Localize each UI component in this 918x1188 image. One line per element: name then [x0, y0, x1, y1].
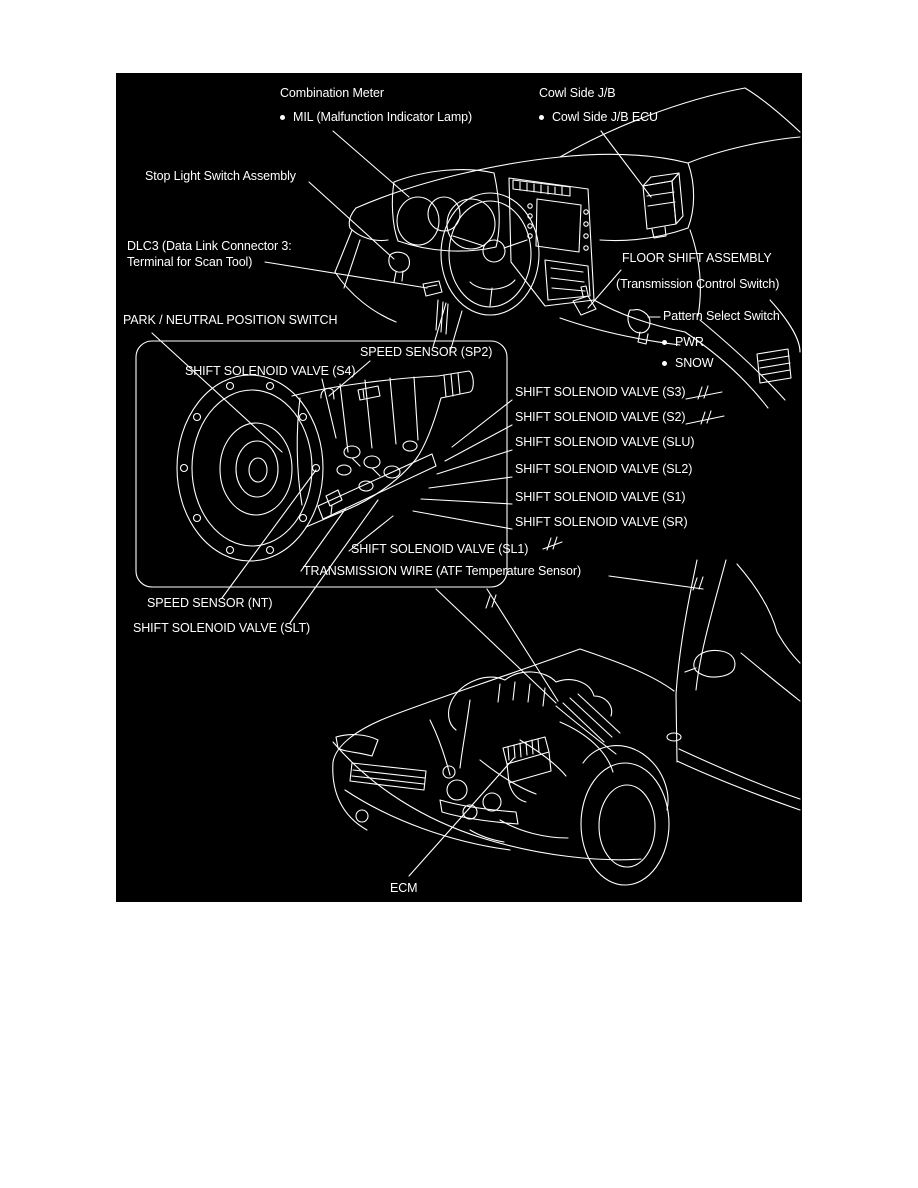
label-shift-solenoid-sl2: SHIFT SOLENOID VALVE (SL2) [515, 462, 693, 476]
bullet-icon [662, 361, 667, 366]
label-cowl-side-jb-ecu: Cowl Side J/B ECU [539, 110, 658, 125]
label-speed-sensor-nt: SPEED SENSOR (NT) [147, 596, 273, 610]
label-pwr: PWR [662, 335, 704, 350]
label-pattern-select-switch: Pattern Select Switch [663, 309, 780, 323]
label-mil-text: MIL (Malfunction Indicator Lamp) [293, 110, 473, 124]
label-dlc3: DLC3 (Data Link Connector 3: Terminal fo… [127, 238, 327, 270]
label-dlc3-line2: Terminal for Scan Tool) [127, 255, 253, 269]
dashboard-art [264, 87, 801, 409]
label-dlc3-line1: DLC3 (Data Link Connector 3: [127, 239, 292, 253]
label-shift-solenoid-s2: SHIFT SOLENOID VALVE (S2) [515, 410, 686, 424]
label-combination-meter: Combination Meter [280, 86, 384, 100]
transmission-art [135, 332, 725, 624]
label-shift-solenoid-s1: SHIFT SOLENOID VALVE (S1) [515, 490, 686, 504]
label-ecm: ECM [390, 881, 418, 895]
component-location-diagram: Combination Meter MIL (Malfunction Indic… [116, 73, 802, 902]
car-front-art [332, 559, 801, 886]
label-cowl-side-jb-ecu-text: Cowl Side J/B ECU [552, 110, 658, 124]
bullet-icon [539, 115, 544, 120]
label-mil: MIL (Malfunction Indicator Lamp) [280, 110, 472, 125]
label-speed-sensor-sp2: SPEED SENSOR (SP2) [360, 345, 493, 359]
label-snow-text: SNOW [675, 356, 714, 370]
label-transmission-control-switch: (Transmission Control Switch) [616, 277, 780, 291]
bullet-icon [280, 115, 285, 120]
label-shift-solenoid-slt: SHIFT SOLENOID VALVE (SLT) [133, 621, 311, 635]
label-snow: SNOW [662, 356, 714, 371]
label-pwr-text: PWR [675, 335, 704, 349]
label-shift-solenoid-s3: SHIFT SOLENOID VALVE (S3) [515, 385, 686, 399]
label-park-neutral-position-switch: PARK / NEUTRAL POSITION SWITCH [123, 313, 338, 327]
bullet-icon [662, 340, 667, 345]
label-shift-solenoid-sr: SHIFT SOLENOID VALVE (SR) [515, 515, 688, 529]
label-cowl-side-jb: Cowl Side J/B [539, 86, 616, 100]
label-floor-shift-assembly: FLOOR SHIFT ASSEMBLY [622, 251, 772, 265]
label-shift-solenoid-s4: SHIFT SOLENOID VALVE (S4) [185, 364, 356, 378]
label-stop-light-switch: Stop Light Switch Assembly [145, 169, 296, 183]
line-art [135, 87, 801, 886]
label-shift-solenoid-sl1: SHIFT SOLENOID VALVE (SL1) [351, 542, 529, 556]
label-transmission-wire: TRANSMISSION WIRE (ATF Temperature Senso… [303, 564, 582, 578]
label-shift-solenoid-slu: SHIFT SOLENOID VALVE (SLU) [515, 435, 695, 449]
